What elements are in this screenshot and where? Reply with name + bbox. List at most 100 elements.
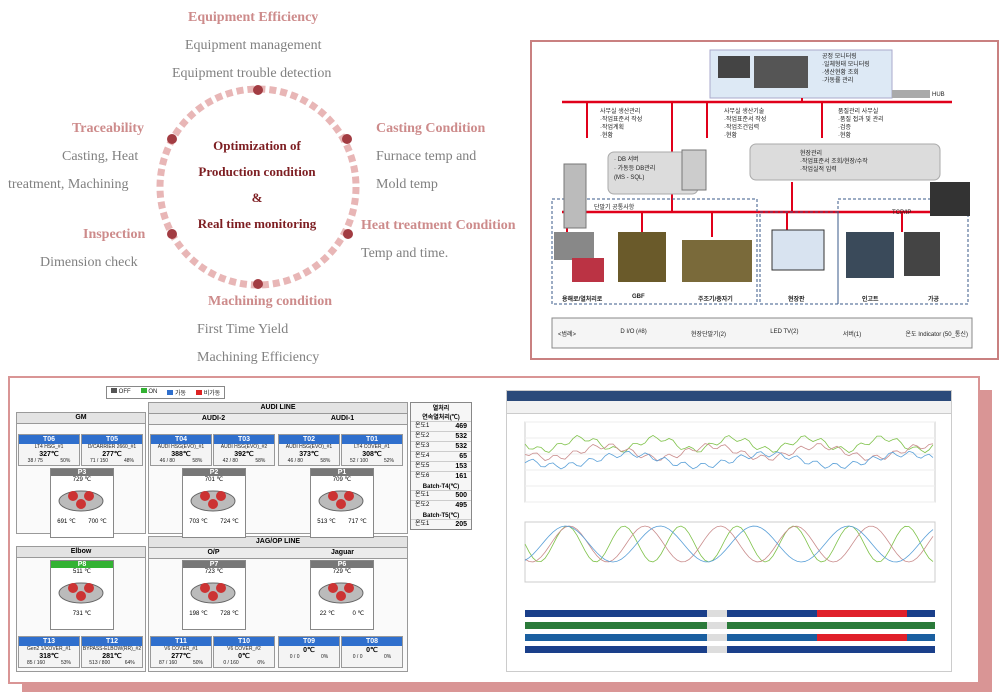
furnace-id: P6 xyxy=(311,561,373,568)
station-id: T09 xyxy=(279,637,339,646)
machining-item: Machining Efficiency xyxy=(197,350,320,365)
station-id: T10 xyxy=(214,637,274,646)
machining-title: Machining condition xyxy=(208,294,333,309)
furnace-id: P8 xyxy=(51,561,113,568)
station-temp: 392℃ xyxy=(234,451,254,458)
station-part: AUDI HSG(EVO)_#1 xyxy=(157,444,205,450)
casting-item: Furnace temp and xyxy=(376,149,477,164)
status-band-alarm xyxy=(817,634,907,641)
hub-label: HUB xyxy=(932,92,945,98)
furnace-temp: 701 ℃ xyxy=(204,477,224,483)
station-temp: 277℃ xyxy=(171,653,191,660)
trend-line xyxy=(524,450,934,470)
trend-line xyxy=(524,525,934,563)
heat-title: Heat treatment Condition xyxy=(361,218,516,233)
heat-item: Temp and time. xyxy=(361,246,449,261)
station-id: T05 xyxy=(82,435,142,444)
station-temp: 308℃ xyxy=(362,451,382,458)
bottom-label: 현장판 xyxy=(788,297,805,303)
ring-dot xyxy=(343,229,353,239)
machining-item: First Time Yield xyxy=(197,322,289,337)
ring-dot xyxy=(167,229,177,239)
station-id: T08 xyxy=(342,637,402,646)
station-part: BYPASS-ELBOW(RR)_#2 xyxy=(82,646,142,652)
bottom-label: 가공 xyxy=(928,297,940,303)
terminal-label: 단말기 공통사항 xyxy=(594,205,635,211)
monitoring-label: 공정 모니터링·일체형태 모니터링·생산현황 조회·가동률 관리 xyxy=(822,54,870,84)
furnace-icon xyxy=(318,490,364,512)
office-prod: 사무실 생산관리·작업표준서 작성·작업계획·현황 xyxy=(600,109,643,139)
trend-plot-1 xyxy=(524,421,936,503)
furnace-icon xyxy=(58,582,104,604)
station-id: T12 xyxy=(82,637,142,646)
station-id: T06 xyxy=(19,435,79,444)
network-lines xyxy=(551,49,973,349)
ring-dot xyxy=(253,279,263,289)
station-temp: 0℃ xyxy=(366,647,378,654)
status-band xyxy=(525,646,935,653)
station-id: T01 xyxy=(342,435,402,444)
station-temp: 373℃ xyxy=(299,451,319,458)
trend-line xyxy=(524,525,934,563)
bottom-label: 주조기/중자기 xyxy=(698,297,733,303)
efficiency-item: Equipment management xyxy=(185,38,322,53)
ring-dot xyxy=(167,134,177,144)
station-temp: 388℃ xyxy=(171,451,191,458)
status-legend: OFF ON 가동 비가동 xyxy=(106,386,226,399)
furnace[interactable]: P8 511 ℃ 731 ℃ xyxy=(50,560,114,630)
station-temp: 281℃ xyxy=(102,653,122,660)
furnace-sub: 731 ℃ xyxy=(72,611,92,617)
inspection-title: Inspection xyxy=(83,227,146,242)
tcp-label: TCP/IP xyxy=(892,210,912,216)
furnace-id: P7 xyxy=(183,561,245,568)
trend-line xyxy=(524,434,934,454)
network-diagram: 공정 모니터링·일체형태 모니터링·생산현황 조회·가동률 관리 HUB 사무실… xyxy=(530,40,999,360)
casting-item: Mold temp xyxy=(376,177,438,192)
trend-screen xyxy=(506,390,952,672)
traceability-title: Traceability xyxy=(72,121,145,136)
bottom-label: GBF xyxy=(632,294,645,300)
trend-filter-bar xyxy=(507,401,951,414)
inspection-item: Dimension check xyxy=(40,255,138,270)
furnace-icon xyxy=(318,582,364,604)
station-part: Gen2 1/COVER_#1 xyxy=(27,646,71,652)
station-id: T13 xyxy=(19,637,79,646)
station-temp: 0℃ xyxy=(303,647,315,654)
